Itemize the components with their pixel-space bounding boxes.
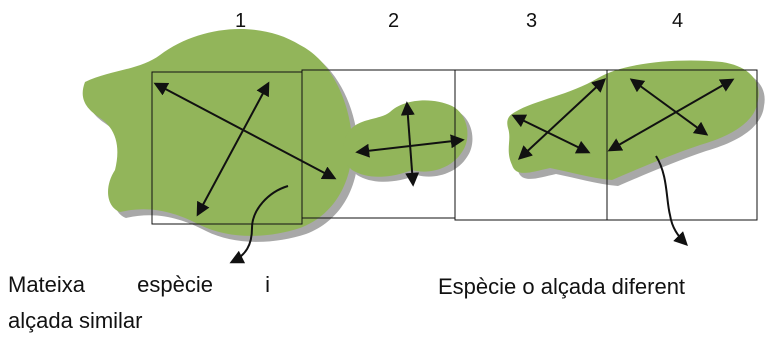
caption-same-species-line1: Mateixa espècie i: [8, 268, 270, 302]
grid-cell-4: [606, 69, 758, 221]
caption-different-species: Espècie o alçada diferent: [438, 274, 686, 299]
arrow-cell4-diag-b: [629, 78, 709, 136]
canopy-3-4-shape: [507, 60, 759, 180]
caption-word-3: i: [265, 272, 270, 297]
cell-number-1: 1: [235, 10, 247, 32]
canopy-3-4: [507, 60, 765, 186]
pointer-arrows: [229, 155, 688, 264]
pointer-arrow-left: [229, 185, 289, 264]
measurement-arrows: [153, 78, 735, 217]
caption-word-1: Mateixa: [8, 272, 86, 297]
caption-same-species-line2: alçada similar: [8, 308, 143, 333]
canopy-1-shape: [82, 28, 353, 236]
caption-word-2: espècie: [137, 272, 213, 297]
arrow-cell1-diag-b: [196, 81, 270, 217]
cell-number-2: 2: [388, 10, 400, 32]
pointer-arrow-right: [655, 155, 688, 246]
canopy-1: [82, 28, 359, 242]
cell-number-4: 4: [672, 10, 684, 32]
arrow-cell2-horizontal: [355, 134, 465, 158]
cell-number-3: 3: [526, 10, 538, 32]
arrow-cell3-diag-b: [517, 78, 607, 160]
